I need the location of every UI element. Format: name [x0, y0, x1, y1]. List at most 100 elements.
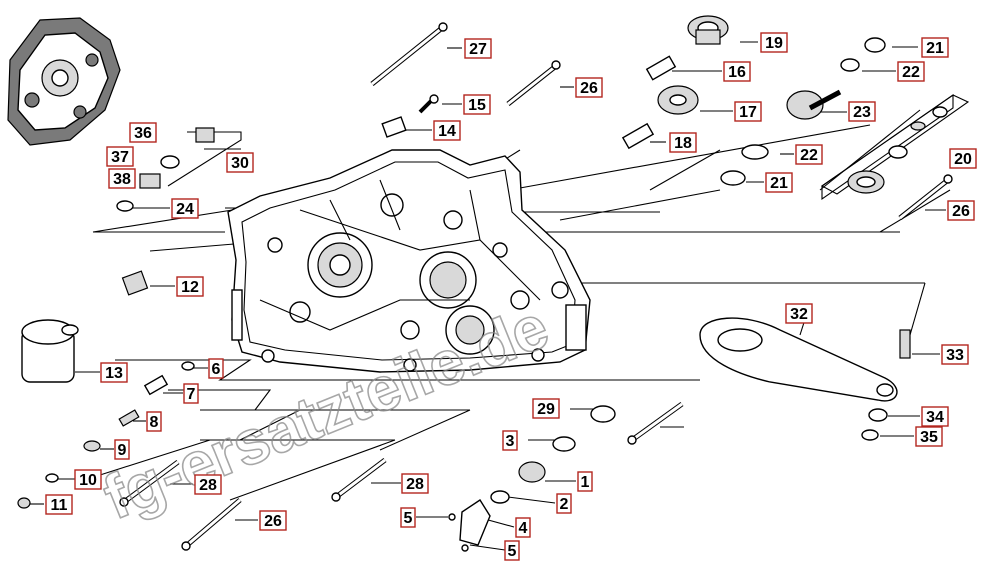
- callout-box: [183, 383, 199, 404]
- callout-number: 32: [790, 306, 808, 323]
- small-parts-bottom: [448, 405, 616, 552]
- callout-box: [785, 303, 813, 324]
- callout-box: [760, 32, 788, 53]
- callout-label-37: 37: [106, 146, 134, 167]
- callout-box: [259, 510, 287, 531]
- callout-number: 18: [674, 135, 692, 152]
- engine-thumbnail: [7, 17, 121, 146]
- long-bolts: [119, 22, 953, 551]
- callout-label-21: 21: [921, 37, 949, 58]
- callout-number: 10: [79, 472, 97, 489]
- callout-label-15: 15: [463, 94, 491, 115]
- callout-box: [464, 38, 492, 59]
- callout-label-29: 29: [532, 398, 560, 419]
- callout-box: [795, 144, 823, 165]
- callout-number: 35: [920, 429, 938, 446]
- callout-number: 3: [506, 433, 515, 450]
- callout-label-8: 8: [146, 411, 162, 432]
- callout-label-26: 26: [947, 200, 975, 221]
- callout-number: 15: [468, 97, 486, 114]
- callout-box: [400, 507, 416, 528]
- callout-label-19: 19: [760, 32, 788, 53]
- callout-number: 17: [739, 104, 757, 121]
- callout-number: 2: [560, 496, 569, 513]
- callout-box: [848, 101, 876, 122]
- callout-label-38: 38: [108, 168, 136, 189]
- callout-box: [226, 152, 254, 173]
- callout-label-20: 20: [949, 148, 977, 169]
- callout-box: [577, 471, 593, 492]
- small-parts-left: [17, 116, 407, 509]
- callout-number: 8: [150, 414, 159, 431]
- callout-label-30: 30: [226, 152, 254, 173]
- callout-number: 16: [728, 64, 746, 81]
- callout-label-6: 6: [208, 358, 224, 379]
- callout-number: 21: [770, 175, 788, 192]
- callout-box: [433, 120, 461, 141]
- callout-label-14: 14: [433, 120, 461, 141]
- callout-number: 5: [404, 510, 413, 527]
- callout-label-32: 32: [785, 303, 813, 324]
- callout-number: 20: [954, 151, 972, 168]
- callout-number: 38: [113, 171, 131, 188]
- callout-box: [532, 398, 560, 419]
- leader-lines: [30, 41, 951, 551]
- callout-number: 34: [926, 409, 944, 426]
- callout-box: [45, 494, 73, 515]
- callout-number: 22: [800, 147, 818, 164]
- callout-box: [941, 344, 969, 365]
- callout-label-4: 4: [515, 517, 531, 538]
- callout-box: [108, 168, 136, 189]
- callout-box: [194, 474, 222, 495]
- callout-label-2: 2: [556, 493, 572, 514]
- callout-label-9: 9: [114, 439, 130, 460]
- callout-box: [921, 406, 949, 427]
- callout-box: [100, 362, 128, 383]
- callout-number: 19: [765, 35, 783, 52]
- callout-number: 36: [134, 125, 152, 142]
- callout-box: [463, 94, 491, 115]
- callout-label-3: 3: [502, 430, 518, 451]
- callout-box: [176, 276, 204, 297]
- arm-bracket: [699, 317, 911, 441]
- callout-number: 7: [187, 386, 196, 403]
- callout-box: [504, 540, 520, 561]
- callout-label-22: 22: [795, 144, 823, 165]
- callout-box: [947, 200, 975, 221]
- callout-box: [915, 426, 943, 447]
- callout-label-26: 26: [259, 510, 287, 531]
- callout-number: 24: [176, 201, 194, 218]
- callout-number: 26: [952, 203, 970, 220]
- callout-box: [723, 61, 751, 82]
- callout-box: [502, 430, 518, 451]
- callout-number: 33: [946, 347, 964, 364]
- callout-box: [106, 146, 134, 167]
- callout-box: [897, 61, 925, 82]
- callout-number: 28: [199, 477, 217, 494]
- callout-label-34: 34: [921, 406, 949, 427]
- callout-label-35: 35: [915, 426, 943, 447]
- callout-label-36: 36: [129, 122, 157, 143]
- callout-box: [949, 148, 977, 169]
- callout-number: 4: [519, 520, 528, 537]
- callout-box: [74, 469, 102, 490]
- callout-number: 11: [51, 497, 68, 514]
- callout-number: 9: [118, 442, 127, 459]
- callout-label-13: 13: [100, 362, 128, 383]
- callout-label-26: 26: [575, 77, 603, 98]
- callout-box: [401, 473, 429, 494]
- callout-box: [575, 77, 603, 98]
- callout-box: [765, 172, 793, 193]
- callout-number: 30: [231, 155, 249, 172]
- callout-label-27: 27: [464, 38, 492, 59]
- callout-number: 6: [212, 361, 221, 378]
- callout-label-33: 33: [941, 344, 969, 365]
- callout-label-18: 18: [669, 132, 697, 153]
- callout-label-28: 28: [401, 473, 429, 494]
- callout-number: 29: [537, 401, 555, 418]
- callout-box: [114, 439, 130, 460]
- callout-number: 5: [508, 543, 517, 560]
- callout-label-10: 10: [74, 469, 102, 490]
